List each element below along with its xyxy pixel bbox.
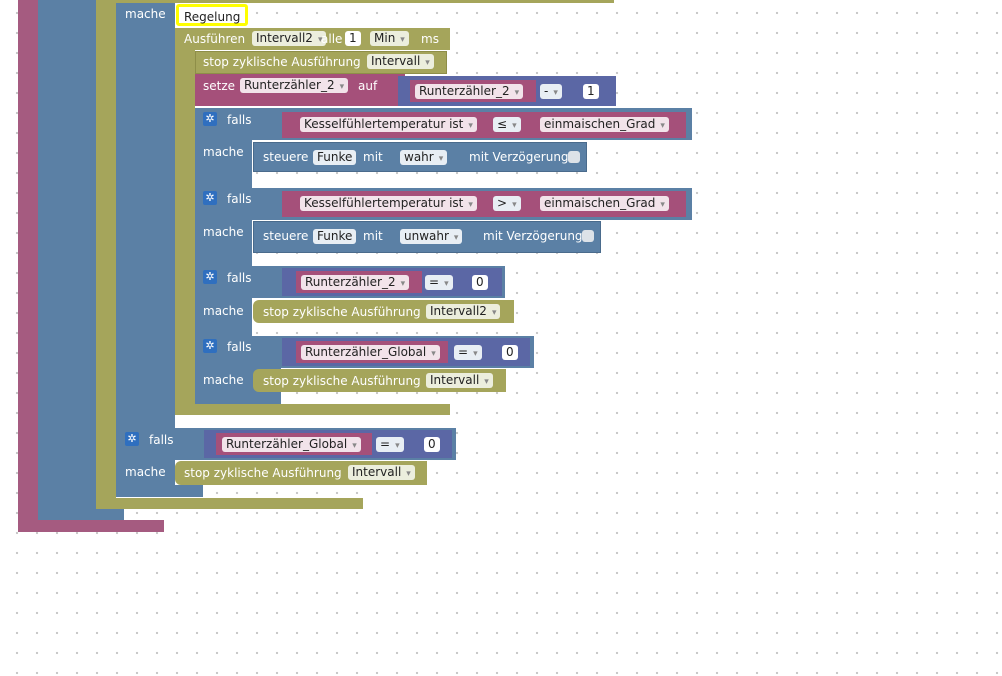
- stop1-var-dropdown[interactable]: Intervall: [367, 54, 434, 69]
- if5-num-input[interactable]: 0: [424, 437, 440, 452]
- if2-mit-label: mit: [363, 229, 383, 243]
- mache-label: mache: [125, 7, 166, 21]
- if1-value-dropdown[interactable]: wahr: [400, 150, 448, 165]
- if5-left-dropdown[interactable]: Runterzähler_Global: [222, 437, 361, 452]
- olive-wrapper-block[interactable]: [96, 0, 116, 508]
- interval-var-dropdown[interactable]: Intervall2: [252, 31, 327, 46]
- if5-mache-label: mache: [125, 465, 166, 479]
- if2-mache-label: mache: [203, 225, 244, 239]
- interval-unit-dropdown[interactable]: Min: [370, 31, 409, 46]
- if1-steuere-label: steuere: [263, 150, 309, 164]
- if4-stop-label: stop zyklische Ausführung: [263, 374, 421, 388]
- if2-falls-label: falls: [227, 192, 252, 206]
- ausfuehren-label: Ausführen: [184, 32, 246, 46]
- outer-control-block[interactable]: [38, 0, 96, 518]
- if3-stop-var-dropdown[interactable]: Intervall2: [426, 304, 501, 319]
- if4-falls-label: falls: [227, 340, 252, 354]
- if5-op-dropdown[interactable]: =: [376, 437, 404, 452]
- if2-body[interactable]: [195, 220, 252, 268]
- math-num-input[interactable]: 1: [583, 84, 599, 99]
- setze-label: setze: [203, 79, 236, 93]
- if4-num-input[interactable]: 0: [502, 345, 518, 360]
- if1-device-field[interactable]: Funke: [313, 150, 357, 165]
- if3-falls-label: falls: [227, 271, 252, 285]
- gear-icon[interactable]: ✲: [203, 112, 217, 126]
- stop1-label: stop zyklische Ausführung: [203, 55, 361, 69]
- if3-stop-label: stop zyklische Ausführung: [263, 305, 421, 319]
- if1-op-dropdown[interactable]: ≤: [493, 117, 521, 132]
- if1-mache-label: mache: [203, 145, 244, 159]
- gear-icon[interactable]: ✲: [125, 432, 139, 446]
- interval-value-input[interactable]: 1: [345, 31, 361, 46]
- interval-block-body[interactable]: [175, 50, 195, 408]
- if1-mit-label: mit: [363, 150, 383, 164]
- if4-mache-label: mache: [203, 373, 244, 387]
- olive-top-edge: [116, 0, 614, 3]
- interval-block-footer[interactable]: [175, 404, 450, 415]
- if1-delay-label: mit Verzögerung: [469, 150, 569, 164]
- olive-wrapper-block-footer[interactable]: [96, 498, 363, 509]
- outer-function-block[interactable]: [18, 0, 38, 530]
- if5-falls-label: falls: [149, 433, 174, 447]
- if1-left-dropdown[interactable]: Kesselfühlertemperatur ist: [300, 117, 477, 132]
- if1-right-dropdown[interactable]: einmaischen_Grad: [540, 117, 669, 132]
- gear-icon[interactable]: ✲: [203, 270, 217, 284]
- if2-value-dropdown[interactable]: unwahr: [400, 229, 463, 244]
- if4-left-dropdown[interactable]: Runterzähler_Global: [301, 345, 440, 360]
- alle-label: alle: [321, 32, 343, 46]
- if5-footer[interactable]: [116, 485, 203, 497]
- if2-right-dropdown[interactable]: einmaischen_Grad: [540, 196, 669, 211]
- trigger-block[interactable]: [116, 3, 175, 497]
- if2-device-field[interactable]: Funke: [313, 229, 357, 244]
- event-name-field[interactable]: Regelung: [176, 4, 249, 26]
- setze-var-dropdown[interactable]: Runterzähler_2: [240, 78, 349, 93]
- if3-mache-label: mache: [203, 304, 244, 318]
- gear-icon[interactable]: ✲: [203, 191, 217, 205]
- if1-delay-checkbox[interactable]: [568, 151, 580, 163]
- auf-label: auf: [358, 79, 378, 93]
- if4-op-dropdown[interactable]: =: [454, 345, 482, 360]
- ms-label: ms: [421, 32, 439, 46]
- if3-op-dropdown[interactable]: =: [425, 275, 453, 290]
- outer-function-block-footer[interactable]: [18, 520, 164, 532]
- if1-body[interactable]: [195, 140, 252, 188]
- if2-delay-label: mit Verzögerung: [483, 229, 583, 243]
- math-var-dropdown[interactable]: Runterzähler_2: [415, 84, 524, 99]
- if4-stop-var-dropdown[interactable]: Intervall: [426, 373, 493, 388]
- if5-stop-var-dropdown[interactable]: Intervall: [348, 465, 415, 480]
- outer-control-block-footer[interactable]: [38, 508, 124, 520]
- if2-op-dropdown[interactable]: >: [493, 196, 521, 211]
- if3-left-dropdown[interactable]: Runterzähler_2: [301, 275, 410, 290]
- if1-falls-label: falls: [227, 113, 252, 127]
- if2-delay-checkbox[interactable]: [582, 230, 594, 242]
- math-op-dropdown[interactable]: -: [540, 84, 562, 99]
- gear-icon[interactable]: ✲: [203, 339, 217, 353]
- if2-left-dropdown[interactable]: Kesselfühlertemperatur ist: [300, 196, 477, 211]
- if3-num-input[interactable]: 0: [472, 275, 488, 290]
- if5-stop-label: stop zyklische Ausführung: [184, 466, 342, 480]
- if3-body[interactable]: [195, 298, 252, 336]
- if2-steuere-label: steuere: [263, 229, 309, 243]
